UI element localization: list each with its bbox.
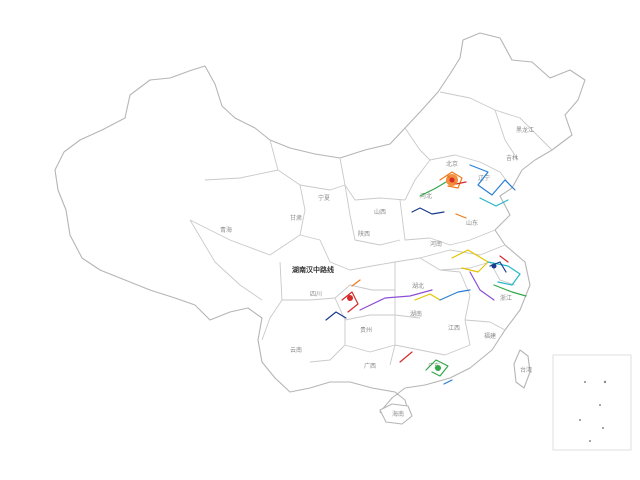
route-purple-east xyxy=(469,271,495,301)
route-purple-mid xyxy=(359,289,433,311)
route-blue-south xyxy=(443,379,453,385)
province-label: 山西 xyxy=(374,208,386,216)
province-label: 河北 xyxy=(420,192,432,200)
province-label: 甘肃 xyxy=(290,214,302,222)
province-label: 广西 xyxy=(364,362,376,370)
province-label: 云南 xyxy=(290,346,302,354)
route-red-east xyxy=(499,255,509,263)
route-orange-2 xyxy=(455,213,467,219)
route-red-south xyxy=(399,351,413,363)
route-orange-north xyxy=(439,171,463,189)
province-labels: 黑龙江 吉林 辽宁 北京 河北 山东 山西 宁夏 甘肃 陕西 河南 青海 四川 … xyxy=(220,126,534,418)
marker-south xyxy=(435,365,441,371)
province-label: 宁夏 xyxy=(318,194,330,202)
province-label: 湖北 xyxy=(412,282,424,290)
route-navy-north xyxy=(411,207,445,215)
route-green-north xyxy=(419,181,447,197)
province-label: 山东 xyxy=(466,219,478,227)
south-china-sea-inset xyxy=(552,354,632,451)
province-label: 江西 xyxy=(448,325,460,332)
hainan-island xyxy=(379,403,413,425)
province-label: 福建 xyxy=(484,332,496,340)
province-label: 湖南 xyxy=(410,310,422,318)
route-orange-sw xyxy=(351,279,361,287)
route-navy-sw xyxy=(325,311,347,321)
province-label: 吉林 xyxy=(506,154,518,162)
province-label: 贵州 xyxy=(360,326,372,334)
province-label: 河南 xyxy=(430,240,442,248)
marker-beijing-core xyxy=(449,177,455,183)
china-outline xyxy=(54,32,586,421)
route-yellow-mid xyxy=(414,293,441,301)
taiwan-island xyxy=(513,349,531,389)
province-label: 海南 xyxy=(392,410,404,418)
province-borders xyxy=(189,91,553,366)
route-green-east xyxy=(493,284,527,297)
province-label: 北京 xyxy=(446,160,458,168)
route-red-sw xyxy=(341,291,359,313)
overlay-label: 湖南汉中路线 xyxy=(292,265,334,274)
province-label: 广东 xyxy=(428,362,440,370)
route-green-south xyxy=(425,359,449,377)
province-label: 黑龙江 xyxy=(516,126,534,134)
province-label: 陕西 xyxy=(358,230,370,238)
route-blue-north xyxy=(469,164,516,196)
province-label: 浙江 xyxy=(500,294,512,302)
route-markers xyxy=(347,174,497,371)
province-label: 四川 xyxy=(310,291,322,298)
route-blue-mid xyxy=(439,289,471,301)
marker-east xyxy=(491,263,497,269)
marker-southwest xyxy=(347,295,353,301)
route-cyan-north xyxy=(479,197,509,207)
province-label: 青海 xyxy=(220,226,232,234)
province-label: 台湾 xyxy=(520,366,532,374)
